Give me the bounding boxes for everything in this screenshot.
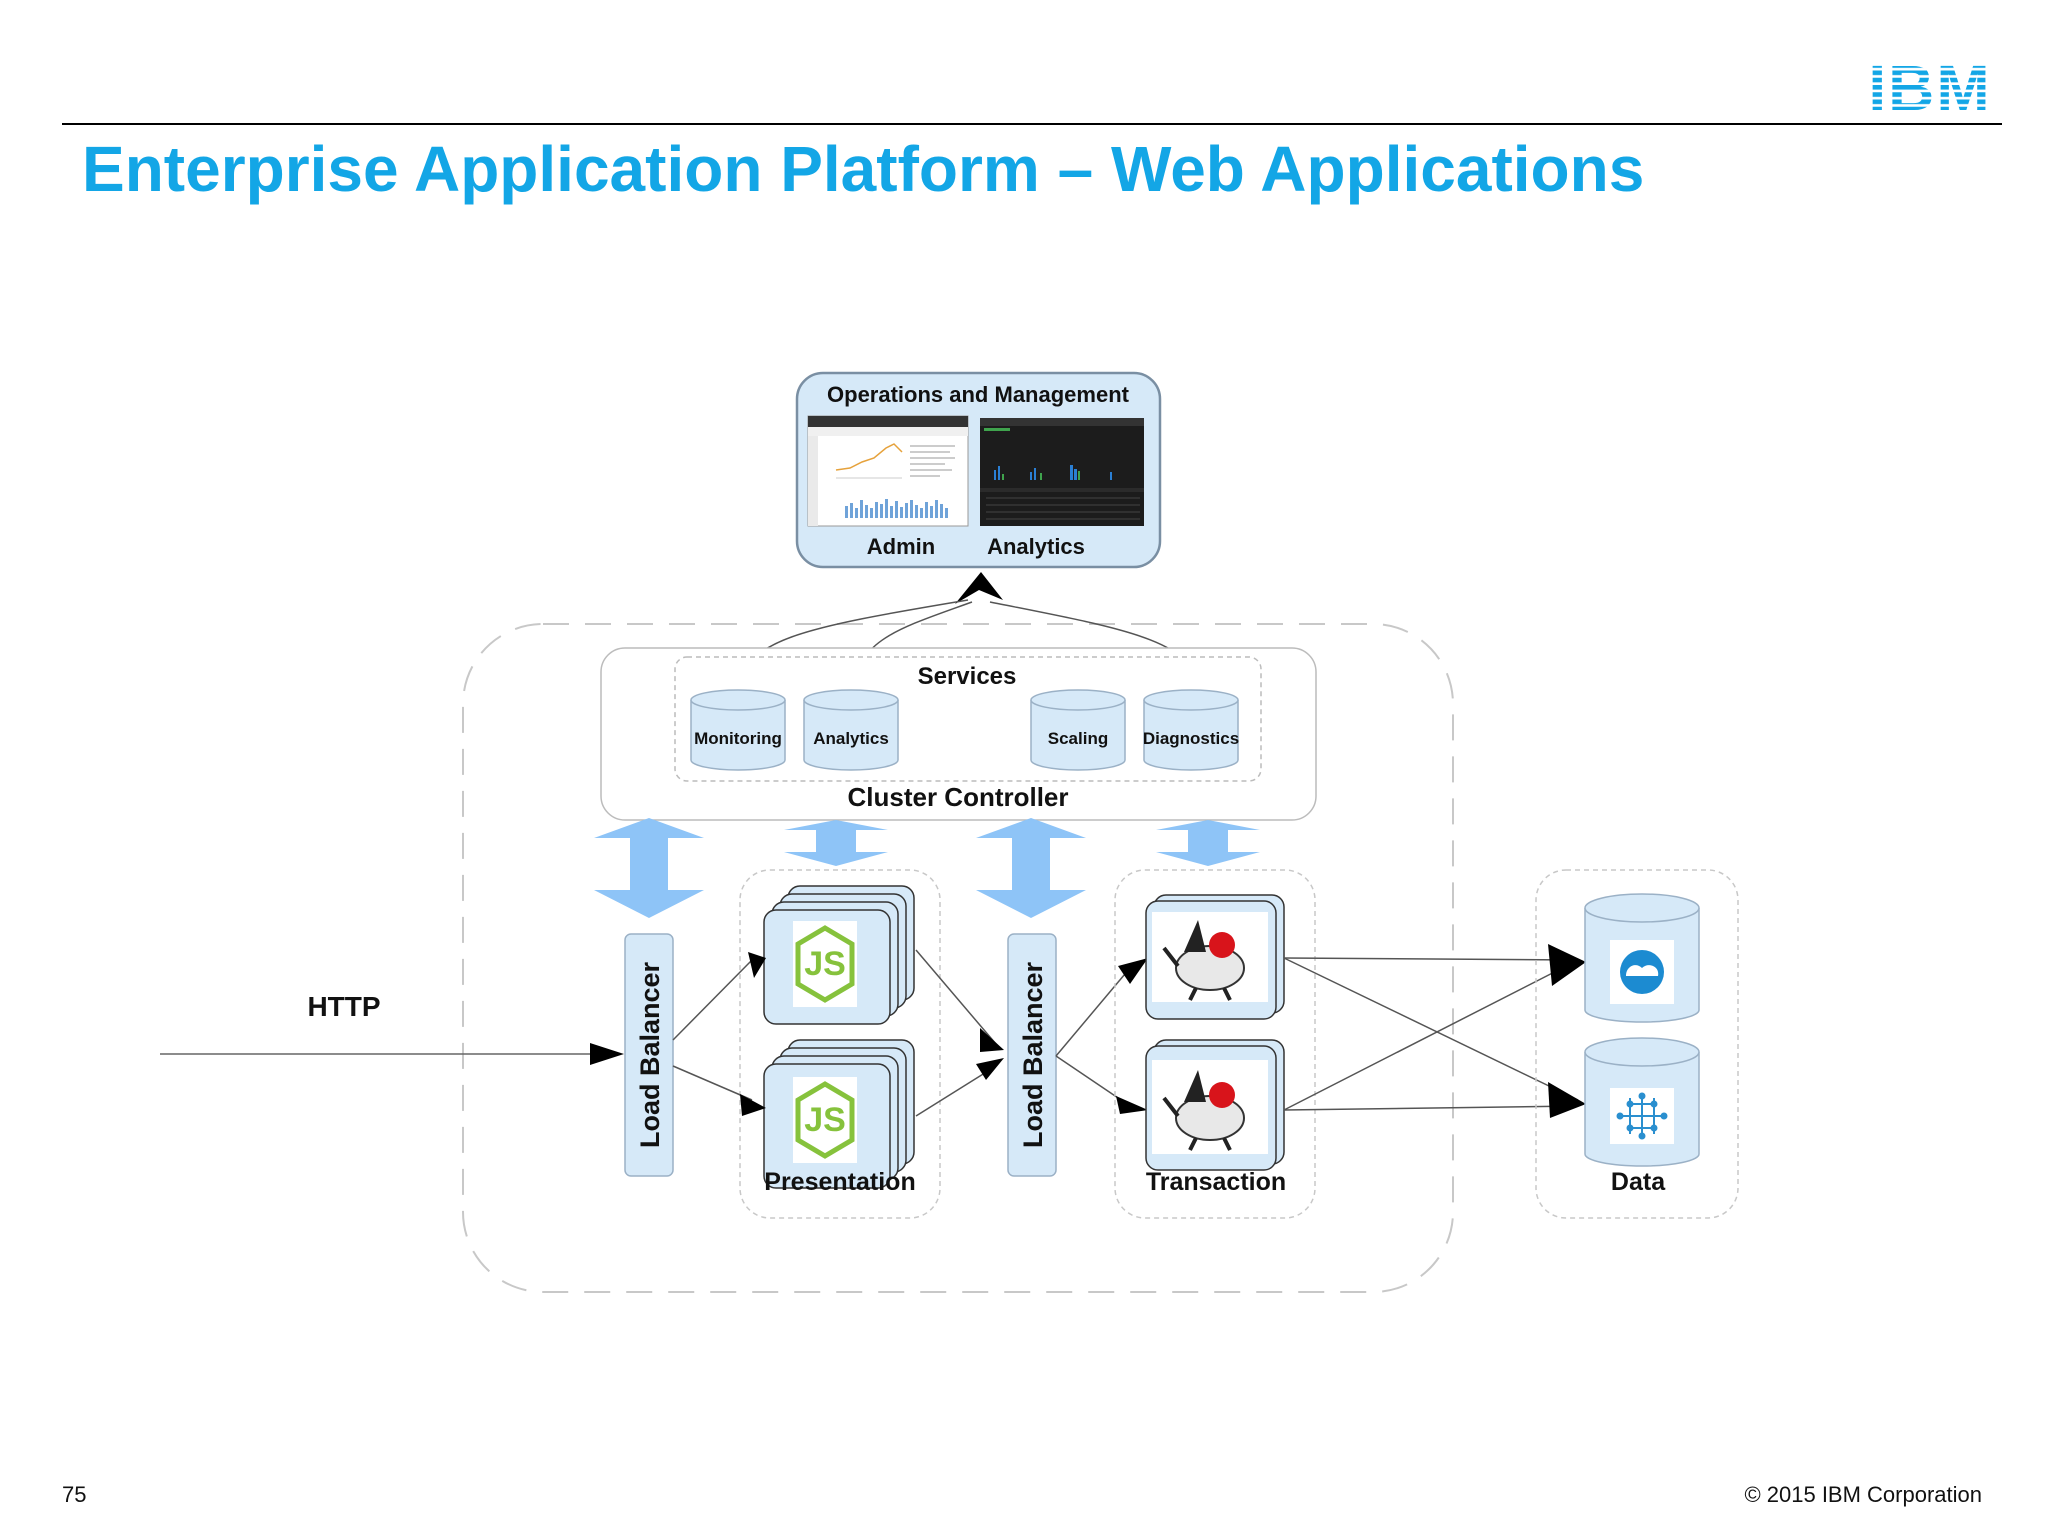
svg-text:Scaling: Scaling bbox=[1048, 729, 1108, 748]
presentation-label: Presentation bbox=[764, 1168, 915, 1196]
database-network bbox=[1584, 1037, 1700, 1167]
svg-text:JS: JS bbox=[804, 1101, 846, 1139]
lb2-transaction-arrows bbox=[1055, 967, 1131, 1107]
nodejs-icon: JS bbox=[795, 925, 855, 1003]
services-box bbox=[674, 656, 1262, 782]
admin-dashboard-thumbnail bbox=[807, 415, 969, 527]
data-group bbox=[1535, 869, 1739, 1219]
svg-text:Load Balancer: Load Balancer bbox=[1018, 961, 1048, 1148]
svg-text:IBM: IBM bbox=[1868, 56, 1991, 114]
lb1-presentation-arrows bbox=[672, 959, 753, 1101]
double-arrow-transaction bbox=[1156, 820, 1260, 866]
transaction-node-top bbox=[1145, 894, 1285, 1020]
java-duke-icon bbox=[1162, 920, 1245, 1001]
load-balancer-1: Load Balancer bbox=[624, 933, 674, 1177]
data-label: Data bbox=[1611, 1168, 1666, 1196]
svg-text:Monitoring: Monitoring bbox=[694, 729, 782, 748]
services-title: Services bbox=[918, 663, 1017, 690]
transaction-label: Transaction bbox=[1146, 1168, 1286, 1196]
slide-title: Enterprise Application Platform – Web Ap… bbox=[82, 133, 1645, 205]
analytics-label: Analytics bbox=[987, 534, 1085, 559]
service-analytics: Analytics bbox=[803, 689, 899, 771]
admin-label: Admin bbox=[867, 534, 935, 559]
http-label: HTTP bbox=[307, 991, 380, 1022]
nodejs-icon: JS bbox=[795, 1081, 855, 1159]
ops-title: Operations and Management bbox=[827, 382, 1130, 407]
ops-arrow-head bbox=[955, 572, 1003, 604]
java-duke-icon bbox=[1162, 1070, 1245, 1151]
header-rule bbox=[62, 123, 2002, 125]
cloud-database-icon bbox=[1620, 950, 1664, 994]
double-arrow-lb1 bbox=[594, 818, 704, 918]
cluster-controller-box bbox=[600, 647, 1317, 821]
svg-text:Analytics: Analytics bbox=[813, 729, 889, 748]
service-monitoring: Monitoring bbox=[690, 689, 786, 771]
presentation-node-top: JS bbox=[763, 885, 915, 1025]
svg-text:JS: JS bbox=[804, 945, 846, 983]
network-database-icon bbox=[1616, 1092, 1668, 1140]
presentation-node-bottom: JS bbox=[763, 1039, 915, 1189]
double-arrow-presentation bbox=[784, 820, 888, 866]
service-scaling: Scaling bbox=[1030, 689, 1126, 771]
page-number: 75 bbox=[62, 1482, 87, 1507]
svg-text:Load Balancer: Load Balancer bbox=[635, 961, 665, 1148]
copyright: © 2015 IBM Corporation bbox=[1744, 1482, 1982, 1507]
cluster-controller-label: Cluster Controller bbox=[847, 782, 1068, 812]
service-diagnostics: Diagnostics bbox=[1143, 689, 1239, 771]
svg-text:Diagnostics: Diagnostics bbox=[1143, 729, 1239, 748]
transaction-data-arrows bbox=[1283, 957, 1579, 1111]
operations-management-panel: Operations and Management bbox=[795, 371, 1162, 569]
transaction-node-bottom bbox=[1145, 1039, 1285, 1171]
analytics-dashboard-thumbnail bbox=[980, 418, 1144, 526]
load-balancer-2: Load Balancer bbox=[1007, 933, 1057, 1177]
ibm-logo: IBM bbox=[1868, 56, 1991, 114]
double-arrow-lb2 bbox=[976, 818, 1086, 918]
database-cloud bbox=[1584, 893, 1700, 1023]
